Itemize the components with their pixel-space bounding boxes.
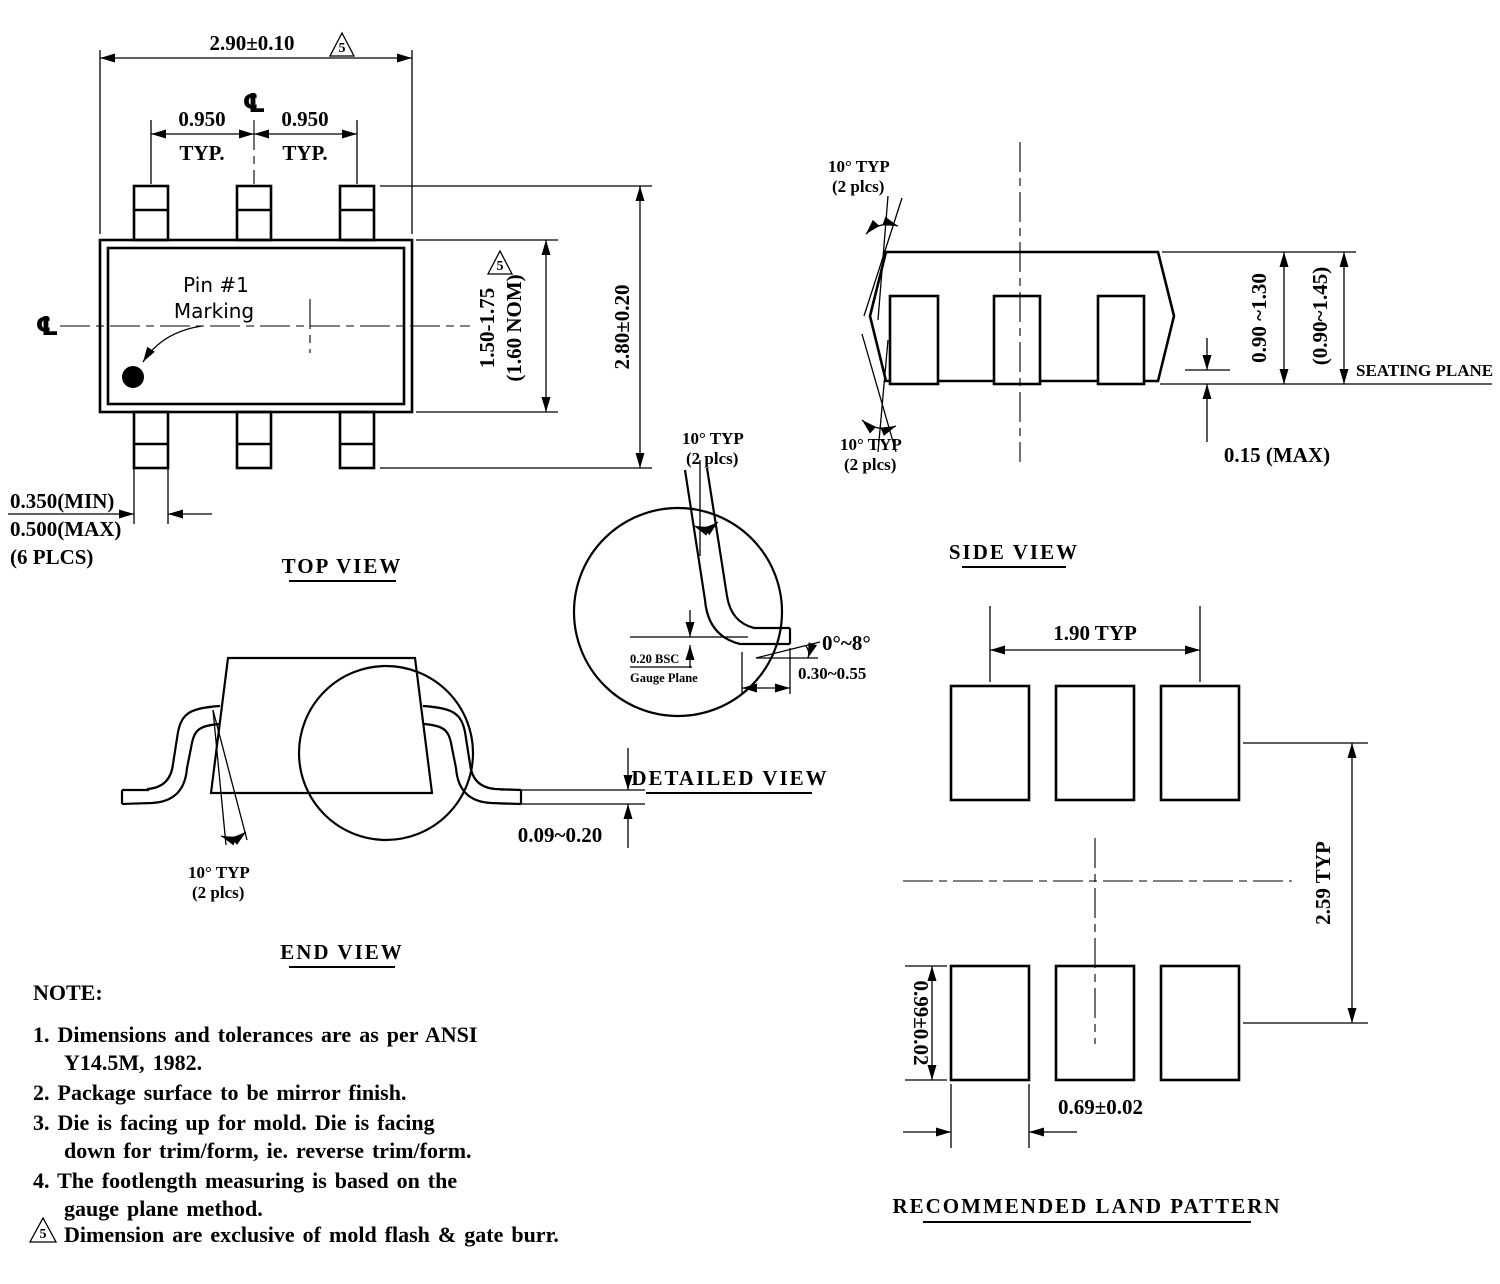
- angle-top-plcs: (2 plcs): [832, 177, 884, 196]
- flag-5-number: 5: [40, 1227, 47, 1242]
- notes-block: NOTE: 1. Dimensions and tolerances are a…: [28, 980, 559, 1247]
- dim-pitch-left: 0.950: [178, 107, 225, 131]
- dim-lead-thickness: 0.09~0.20: [518, 823, 602, 847]
- centerline-symbol-top: ℄: [242, 89, 265, 119]
- dim-pad-pitch: 1.90 TYP: [1053, 621, 1137, 645]
- note-1-line2: Y14.5M, 1982.: [64, 1050, 202, 1075]
- note-3-line1: 3. Die is facing up for mold. Die is fac…: [33, 1110, 435, 1135]
- angle-top-label: 10° TYP: [828, 157, 890, 176]
- dim-gauge-offset: 0.20 BSC: [630, 652, 679, 666]
- detailed-view-labels: 10° TYP (2 plcs) 0°~8° 0.20 BSC Gauge Pl…: [630, 429, 871, 790]
- land-pattern-labels: 1.90 TYP 2.59 TYP 0.99±0.02 0.69±0.02 RE…: [892, 621, 1335, 1218]
- angle-plcs: (2 plcs): [192, 883, 244, 902]
- dim-body-width: 1.50-1.75: [475, 288, 499, 369]
- dim-lead-width-max: 0.500(MAX): [10, 517, 121, 541]
- top-view-labels: 2.90±0.10 5 0.950 TYP. 0.950 TYP. ℄ ℄ Pi…: [10, 31, 634, 578]
- dim-foot-angle: 0°~8°: [822, 631, 871, 655]
- dim-overall-length: 2.80±0.20: [610, 284, 634, 369]
- top-view-title: TOP VIEW: [282, 554, 403, 578]
- centerline-symbol-left: ℄: [35, 312, 58, 342]
- pin1-marking-label-line1: Pin #1: [183, 273, 249, 297]
- end-view-labels: 0.09~0.20 10° TYP (2 plcs) END VIEW: [188, 823, 602, 964]
- flag-5-icon: [328, 31, 356, 57]
- gauge-plane-label: Gauge Plane: [630, 671, 698, 685]
- note-1-line1: 1. Dimensions and tolerances are as per …: [33, 1022, 477, 1047]
- dim-foot-length: 0.30~0.55: [798, 664, 866, 683]
- flag-5-icon: [486, 249, 514, 275]
- pin1-marking-label-line2: Marking: [174, 299, 254, 323]
- note-2: 2. Package surface to be mirror finish.: [33, 1080, 406, 1105]
- flag-5-number: 5: [339, 41, 346, 56]
- land-pattern-drawing: [903, 606, 1368, 1223]
- dim-lead-width-min: 0.350(MIN): [10, 489, 114, 513]
- dim-overall-width: 2.90±0.10: [209, 31, 294, 55]
- seating-plane-label: SEATING PLANE: [1356, 361, 1493, 380]
- note-4-line2: gauge plane method.: [64, 1196, 263, 1221]
- side-view-drawing: [861, 142, 1492, 568]
- angle-bottom-label: 10° TYP: [840, 435, 902, 454]
- flag-5-number: 5: [497, 259, 504, 274]
- notes-heading: NOTE:: [33, 980, 103, 1005]
- note-5: Dimension are exclusive of mold flash & …: [64, 1222, 559, 1247]
- side-view-title: SIDE VIEW: [949, 540, 1079, 564]
- angle-label: 10° TYP: [188, 863, 250, 882]
- dim-lead-width-plcs: (6 PLCS): [10, 545, 93, 569]
- lead-angle-plcs: (2 plcs): [686, 449, 738, 468]
- detailed-view-drawing: [572, 460, 821, 794]
- detailed-view-title: DETAILED VIEW: [631, 766, 828, 790]
- pin1-marking-dot: [122, 366, 144, 388]
- angle-bottom-plcs: (2 plcs): [844, 455, 896, 474]
- lead-angle-label: 10° TYP: [682, 429, 744, 448]
- dim-body-height: 0.90 ~1.30: [1247, 273, 1271, 363]
- dim-row-span: 2.59 TYP: [1311, 841, 1335, 925]
- dim-standoff: 0.15 (MAX): [1224, 443, 1330, 467]
- dim-overall-height: (0.90~1.45): [1308, 267, 1332, 365]
- dim-pad-width: 0.69±0.02: [1058, 1095, 1143, 1119]
- dim-pitch-left-typ: TYP.: [179, 141, 224, 165]
- dim-pad-height: 0.99±0.02: [909, 980, 933, 1065]
- flag-5-icon: [28, 1216, 58, 1243]
- land-pattern-title: RECOMMENDED LAND PATTERN: [892, 1194, 1281, 1218]
- note-3-line2: down for trim/form, ie. reverse trim/for…: [64, 1138, 472, 1163]
- top-view-drawing: [8, 50, 652, 582]
- side-view-labels: 10° TYP (2 plcs) 10° TYP (2 plcs) 0.90 ~…: [828, 157, 1493, 564]
- dim-pitch-right: 0.950: [281, 107, 328, 131]
- dim-body-width-nom: (1.60 NOM): [502, 274, 526, 381]
- note-4-line1: 4. The footlength measuring is based on …: [33, 1168, 457, 1193]
- end-view-title: END VIEW: [280, 940, 404, 964]
- dim-pitch-right-typ: TYP.: [282, 141, 327, 165]
- end-view-drawing: [120, 656, 645, 968]
